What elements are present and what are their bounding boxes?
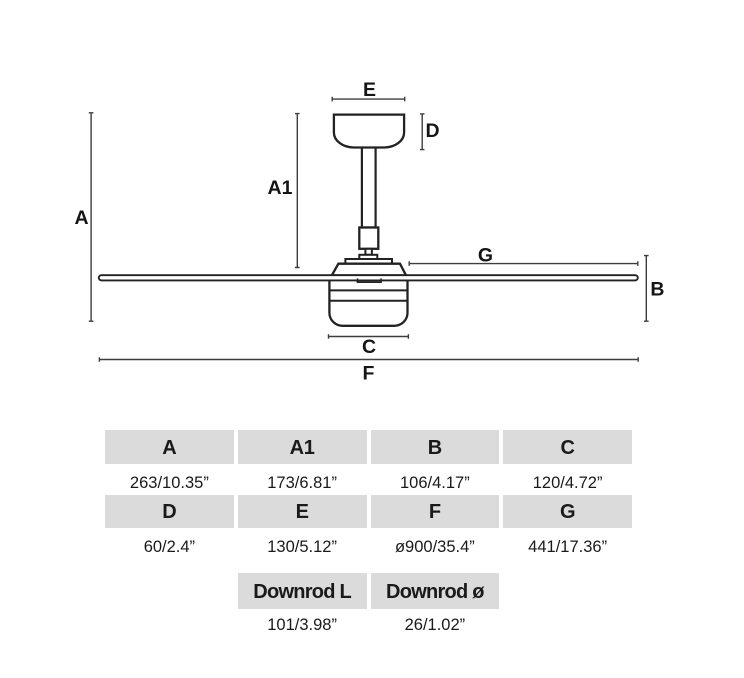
svg-text:E: E: [363, 79, 376, 101]
svg-text:F: F: [363, 363, 375, 385]
svg-text:B: B: [650, 279, 664, 301]
svg-text:A: A: [75, 207, 89, 229]
svg-text:C: C: [362, 336, 376, 358]
svg-text:D: D: [426, 120, 440, 142]
svg-text:A1: A1: [268, 177, 293, 199]
svg-text:G: G: [478, 244, 493, 266]
